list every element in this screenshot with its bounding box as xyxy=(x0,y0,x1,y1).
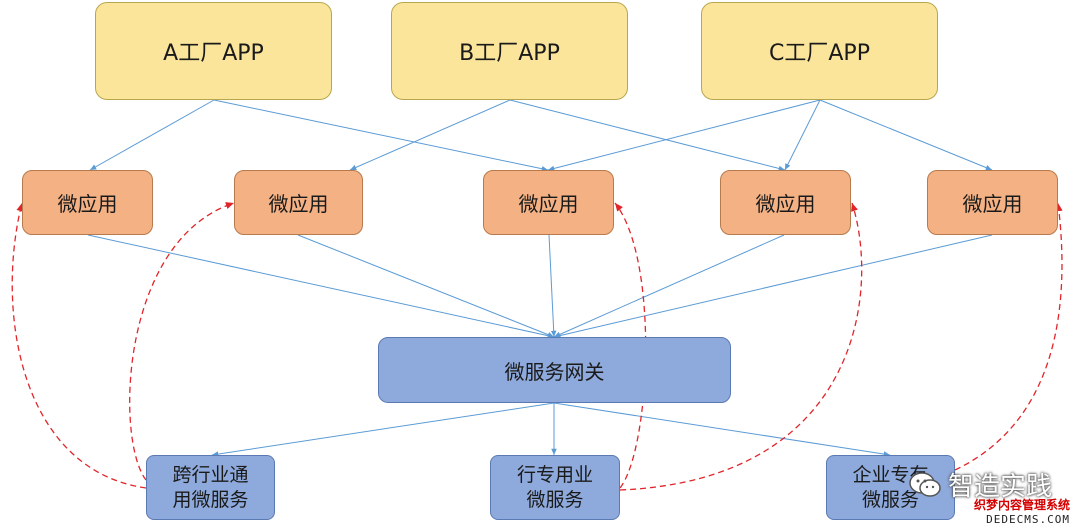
gateway-label: 微服务网关 xyxy=(504,359,605,384)
microservice-gateway: 微服务网关 xyxy=(378,337,731,403)
micro-app-1: 微应用 xyxy=(22,170,153,235)
dashed-svc1-micro1 xyxy=(11,202,147,489)
edge-micro1-gateway xyxy=(87,234,555,339)
edge-micro2-gateway xyxy=(297,234,555,338)
micro-app-2: 微应用 xyxy=(234,170,363,235)
micro-app-5-label: 微应用 xyxy=(962,192,1023,216)
micro-app-5: 微应用 xyxy=(927,170,1058,235)
edge-appB-micro2 xyxy=(349,99,511,171)
service-industry-specific: 行专用业 微服务 xyxy=(490,455,620,520)
watermark-brand-text: 智造实践 xyxy=(947,472,1052,502)
app-a: A工厂APP xyxy=(95,2,332,100)
service-1-line1: 跨行业通 xyxy=(172,463,249,486)
dashed-svc1-micro2 xyxy=(129,202,235,481)
edge-micro5-gateway xyxy=(553,234,993,339)
edge-appB-micro4 xyxy=(509,99,786,172)
micro-app-3: 微应用 xyxy=(483,170,614,235)
edge-appC-micro5 xyxy=(819,99,993,171)
micro-app-3-label: 微应用 xyxy=(518,192,579,216)
service-3-line2: 微服务 xyxy=(861,488,919,511)
micro-app-1-label: 微应用 xyxy=(57,192,118,216)
dashed-svc2-micro4 xyxy=(619,202,863,491)
micro-app-2-label: 微应用 xyxy=(268,192,329,216)
wechat-icon xyxy=(909,471,941,497)
app-c-label: C工厂APP xyxy=(769,41,870,66)
edge-micro3-gateway xyxy=(548,234,557,338)
edge-micro4-gateway xyxy=(553,234,785,338)
app-b-label: B工厂APP xyxy=(459,41,560,66)
edge-gateway-svc3 xyxy=(553,402,891,457)
edge-appC-micro3 xyxy=(547,99,821,172)
service-2-line1: 行专用业 xyxy=(516,463,593,486)
edge-appC-micro4 xyxy=(784,99,821,171)
micro-app-4-label: 微应用 xyxy=(755,192,816,216)
app-a-label: A工厂APP xyxy=(163,41,264,66)
dashed-svc2-micro3 xyxy=(614,202,647,489)
service-1-line2: 用微服务 xyxy=(172,488,249,511)
micro-app-4: 微应用 xyxy=(720,170,851,235)
watermark-site: 织梦内容管理系统 DEDECMS.COM xyxy=(974,496,1070,526)
app-b: B工厂APP xyxy=(391,2,628,100)
edge-gateway-svc1 xyxy=(211,402,555,457)
app-c: C工厂APP xyxy=(701,2,938,100)
edge-appA-micro3 xyxy=(213,99,549,172)
service-cross-industry: 跨行业通 用微服务 xyxy=(146,455,275,520)
watermark-site-en: DEDECMS.COM xyxy=(986,513,1070,526)
service-2-line2: 微服务 xyxy=(526,488,584,511)
watermark-site-cn: 织梦内容管理系统 xyxy=(973,498,1070,512)
dashed-svc3-micro5 xyxy=(954,202,1063,471)
watermark-brand: 智造实践 xyxy=(908,466,1052,503)
edge-appA-micro1 xyxy=(89,99,215,171)
